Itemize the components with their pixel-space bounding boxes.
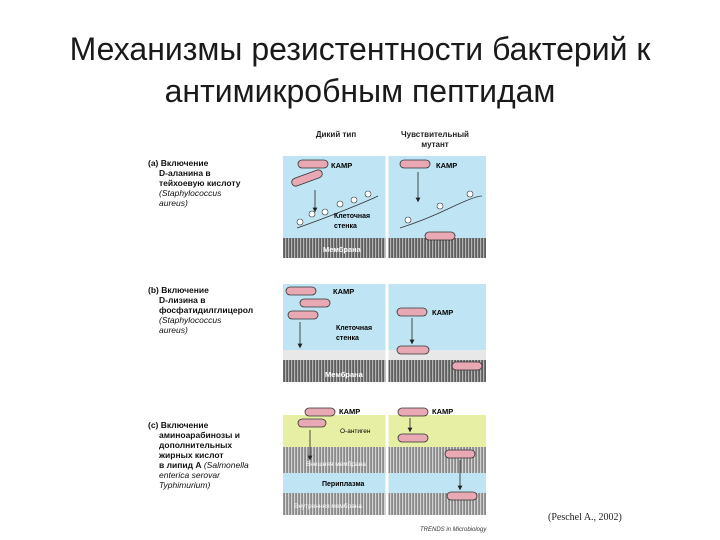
panel-c-outer-membrane-label: Внешняя мембрана <box>306 460 366 468</box>
kamp-peptide <box>304 407 336 417</box>
panel-c-desc-5: в липид A <box>159 460 202 470</box>
panel-c-description: (c) Включение аминоарабинозы и дополните… <box>148 420 249 490</box>
panel-b-organism-1: (Staphylococcus <box>159 315 222 325</box>
kamp-peptide <box>397 407 429 417</box>
panel-b-wall-label-2: стенка <box>336 335 359 342</box>
panel-b-desc-3: фосфатидилглицерол <box>159 305 254 315</box>
panel-c-antigen-label: O-антиген <box>340 428 371 435</box>
panel-c-desc-2: аминоарабинозы и <box>159 430 240 440</box>
kamp-peptide <box>287 310 319 320</box>
panel-c-desc-4: жирных кислот <box>159 450 224 460</box>
d-alanine-residue <box>321 208 329 216</box>
phosphate-residue <box>466 190 474 198</box>
panel-c-diagram: КАМР КАМР O-антиген Внешняя мембрана Пер… <box>283 407 486 515</box>
kamp-peptide <box>297 418 327 428</box>
d-alanine-residue <box>336 200 344 208</box>
panel-b-membrane <box>283 360 486 382</box>
mutant-heading-line-1: Чувствительный <box>401 130 469 139</box>
panel-a-organism-1: (Staphylococcus <box>159 188 222 198</box>
panel-b-kamp-label-mutant: КАМР <box>432 308 453 317</box>
panel-a-letter: (a) <box>148 158 159 168</box>
teichoic-acid-chain <box>296 195 379 229</box>
panel-a-description: (a) Включение D-аланина в тейхоевую кисл… <box>148 158 241 208</box>
panel-a-desc-1: Включение <box>160 158 209 168</box>
panel-b-wall-label-1: Клеточная <box>336 325 372 332</box>
mutant-heading: Чувствительный мутант <box>395 130 475 150</box>
slide-title: Механизмы резистентности бактерий к анти… <box>0 28 720 112</box>
panel-c-inner-membrane-label: Внутренняя мембрана <box>294 502 362 510</box>
panel-a-kamp-label-mutant: КАМР <box>436 161 457 170</box>
kamp-peptide <box>285 286 317 296</box>
panel-b-kamp-label: КАМР <box>333 287 354 296</box>
panel-c-periplasm-label: Периплазма <box>322 481 365 488</box>
mutant-heading-line-2: мутант <box>421 140 449 149</box>
panel-b-desc-2: D-лизина в <box>159 295 206 305</box>
panel-b-description: (b) Включение D-лизина в фосфатидилглице… <box>148 285 253 335</box>
kamp-peptide <box>291 169 323 187</box>
kamp-peptide <box>424 231 456 241</box>
kamp-peptide <box>444 449 476 459</box>
panel-c-organism-1: enterica serovar <box>159 470 220 480</box>
panel-c-kamp-label: КАМР <box>339 407 360 416</box>
panel-b-diagram: КАМР КАМР Клеточная стенка Мембрана <box>283 284 486 382</box>
d-alanine-residue <box>364 190 372 198</box>
title-line-2: антимикробным пептидам <box>164 73 556 109</box>
title-line-1: Механизмы резистентности бактерий к <box>69 31 651 67</box>
panel-a-diagram: КАМР КАМР Клеточная стенка Мембрана <box>283 156 486 258</box>
kamp-peptide <box>396 345 430 355</box>
teichoic-acid-chain <box>399 195 483 229</box>
panel-b-membrane-label: Мембрана <box>325 370 364 379</box>
kamp-peptide <box>397 433 429 443</box>
panel-a-membrane <box>283 238 486 258</box>
panel-c-inner-membrane <box>283 493 486 515</box>
panel-c-kamp-label-mutant: КАМР <box>432 407 453 416</box>
d-alanine-residue <box>350 196 358 204</box>
kamp-peptide <box>297 159 329 169</box>
journal-credit: TRENDS in Microbiology <box>420 527 487 533</box>
panel-c-periplasm <box>283 473 486 493</box>
citation: (Peschel A., 2002) <box>548 512 622 523</box>
kamp-peptide <box>399 159 431 169</box>
panel-a-wall-label-2: стенка <box>334 223 357 230</box>
kamp-peptide <box>446 491 478 501</box>
panel-a-organism-2: aureus) <box>159 198 188 208</box>
panel-a-wall-label-1: Клеточная <box>334 213 370 220</box>
panel-b-desc-1: Включение <box>161 285 209 295</box>
d-alanine-residue <box>308 210 316 218</box>
panel-b-organism-2: aureus) <box>159 325 188 335</box>
kamp-peptide <box>396 307 428 317</box>
panel-a-desc-3: тейхоевую кислоту <box>159 178 241 188</box>
wild-type-heading: Дикий тип <box>315 130 357 139</box>
panel-a-desc-2: D-аланина в <box>159 168 211 178</box>
phosphate-residue <box>436 202 444 210</box>
panel-c-desc-1: Включение <box>160 420 209 430</box>
kamp-peptide <box>299 298 331 308</box>
d-alanine-residue <box>296 218 304 226</box>
panel-b-lipid-head-row <box>283 350 486 360</box>
panel-c-organism-inline: (Salmonella <box>203 460 249 470</box>
panel-a-cell-wall-bg <box>283 156 486 238</box>
kamp-peptide <box>451 361 483 371</box>
panel-c-desc-3: дополнительных <box>159 440 233 450</box>
panel-a-kamp-label: КАМР <box>331 161 352 170</box>
panel-c-letter: (c) <box>148 420 159 430</box>
panel-c-organism-2: Typhimurium) <box>159 480 211 490</box>
panel-b-letter: (b) <box>148 285 159 295</box>
panel-a-membrane-label: Мембрана <box>323 245 362 254</box>
phosphate-residue <box>404 216 412 224</box>
